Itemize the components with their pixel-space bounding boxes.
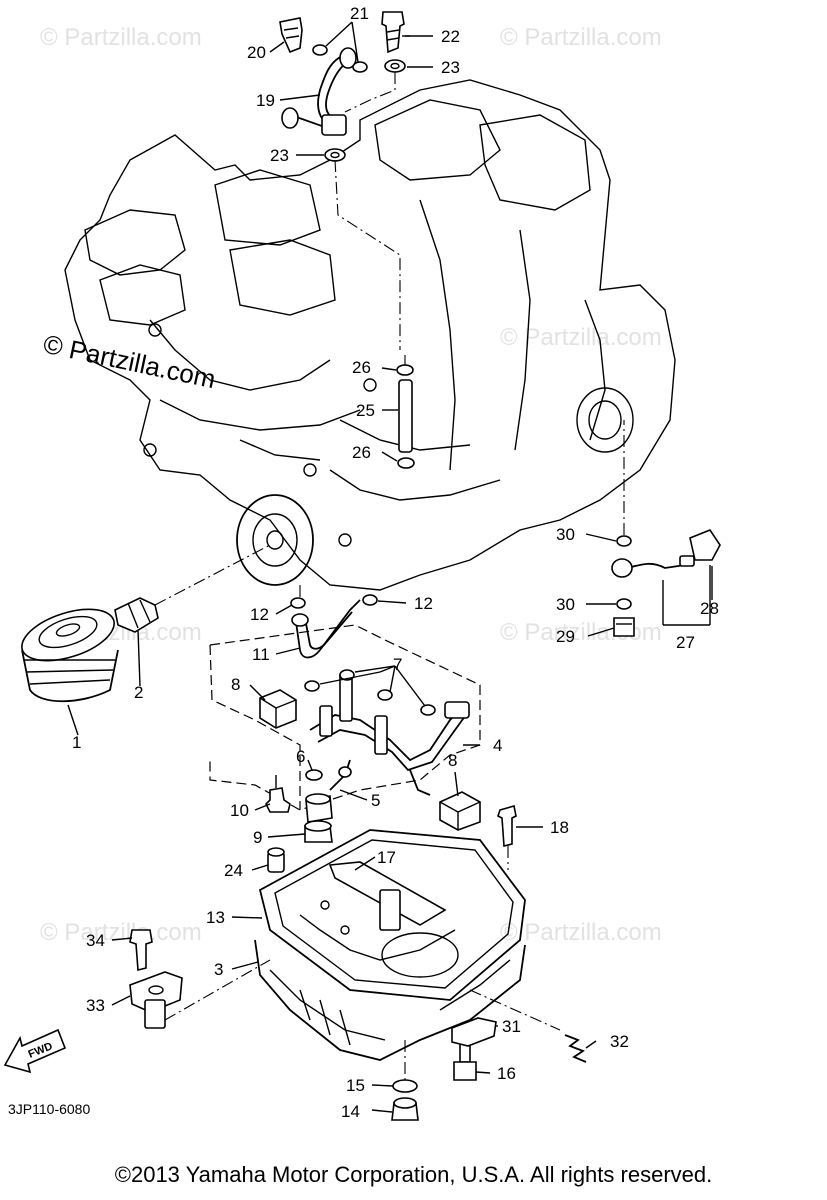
watermarks: © Partzilla.com © Partzilla.com © Partzi… [40, 24, 662, 946]
watermark: © Partzilla.com [500, 324, 662, 351]
callout-6: 6 [296, 747, 305, 766]
watermark-primary: © Partzilla.com [41, 329, 219, 395]
callout-23: 23 [270, 146, 289, 165]
callout-12: 12 [414, 594, 433, 613]
callout-30: 30 [556, 525, 575, 544]
callout-10: 10 [230, 801, 249, 820]
leader-lines [67, 21, 713, 1113]
watermark: © Partzilla.com [500, 919, 662, 946]
callout-19: 19 [256, 91, 275, 110]
callout-34: 34 [86, 931, 105, 950]
fwd-arrow-icon: FWD [3, 1028, 67, 1074]
sensor-assembly [611, 420, 721, 637]
strainer-assembly [209, 624, 481, 843]
callouts: 20 21 22 23 19 23 26 25 26 30 30 29 28 2… [72, 4, 719, 1121]
callout-12: 12 [250, 605, 269, 624]
engine-block [64, 79, 676, 591]
callout-3: 3 [214, 960, 223, 979]
watermark: © Partzilla.com [40, 24, 202, 51]
callout-18: 18 [550, 818, 569, 837]
callout-22: 22 [441, 27, 460, 46]
callout-8: 8 [231, 675, 240, 694]
callout-26: 26 [352, 358, 371, 377]
watermark: © Partzilla.com [500, 619, 662, 646]
oil-pipe-11 [290, 585, 378, 659]
oil-filter-stud [114, 544, 271, 633]
callout-23: 23 [441, 58, 460, 77]
callout-33: 33 [86, 996, 105, 1015]
callout-4: 4 [493, 736, 502, 755]
callout-32: 32 [610, 1032, 629, 1051]
callout-7: 7 [393, 655, 402, 674]
callout-14: 14 [341, 1102, 360, 1121]
callout-20: 20 [247, 43, 266, 62]
oil-pan [129, 804, 587, 1121]
diagram-code: 3JP110-6080 [8, 1101, 90, 1117]
callout-16: 16 [497, 1064, 516, 1083]
callout-8: 8 [448, 751, 457, 770]
callout-9: 9 [253, 828, 262, 847]
callout-26: 26 [352, 443, 371, 462]
callout-29: 29 [556, 627, 575, 646]
watermark: © Partzilla.com [40, 919, 202, 946]
callout-28: 28 [700, 599, 719, 618]
callout-2: 2 [134, 683, 143, 702]
callout-27: 27 [676, 633, 695, 652]
callout-24: 24 [224, 861, 243, 880]
watermark: © Partzilla.com [500, 24, 662, 51]
callout-31: 31 [502, 1017, 521, 1036]
callout-11: 11 [252, 645, 270, 664]
callout-5: 5 [371, 791, 380, 810]
oil-line-assembly [279, 11, 406, 350]
callout-1: 1 [72, 733, 81, 752]
callout-25: 25 [356, 401, 375, 420]
callout-30: 30 [556, 595, 575, 614]
callout-21: 21 [350, 4, 369, 23]
oil-filter [21, 608, 119, 703]
callout-17: 17 [377, 848, 396, 867]
copyright-notice: ©2013 Yamaha Motor Corporation, U.S.A. A… [114, 1162, 713, 1187]
callout-13: 13 [206, 908, 225, 927]
callout-15: 15 [346, 1076, 365, 1095]
oil-pipe-25 [396, 355, 415, 469]
